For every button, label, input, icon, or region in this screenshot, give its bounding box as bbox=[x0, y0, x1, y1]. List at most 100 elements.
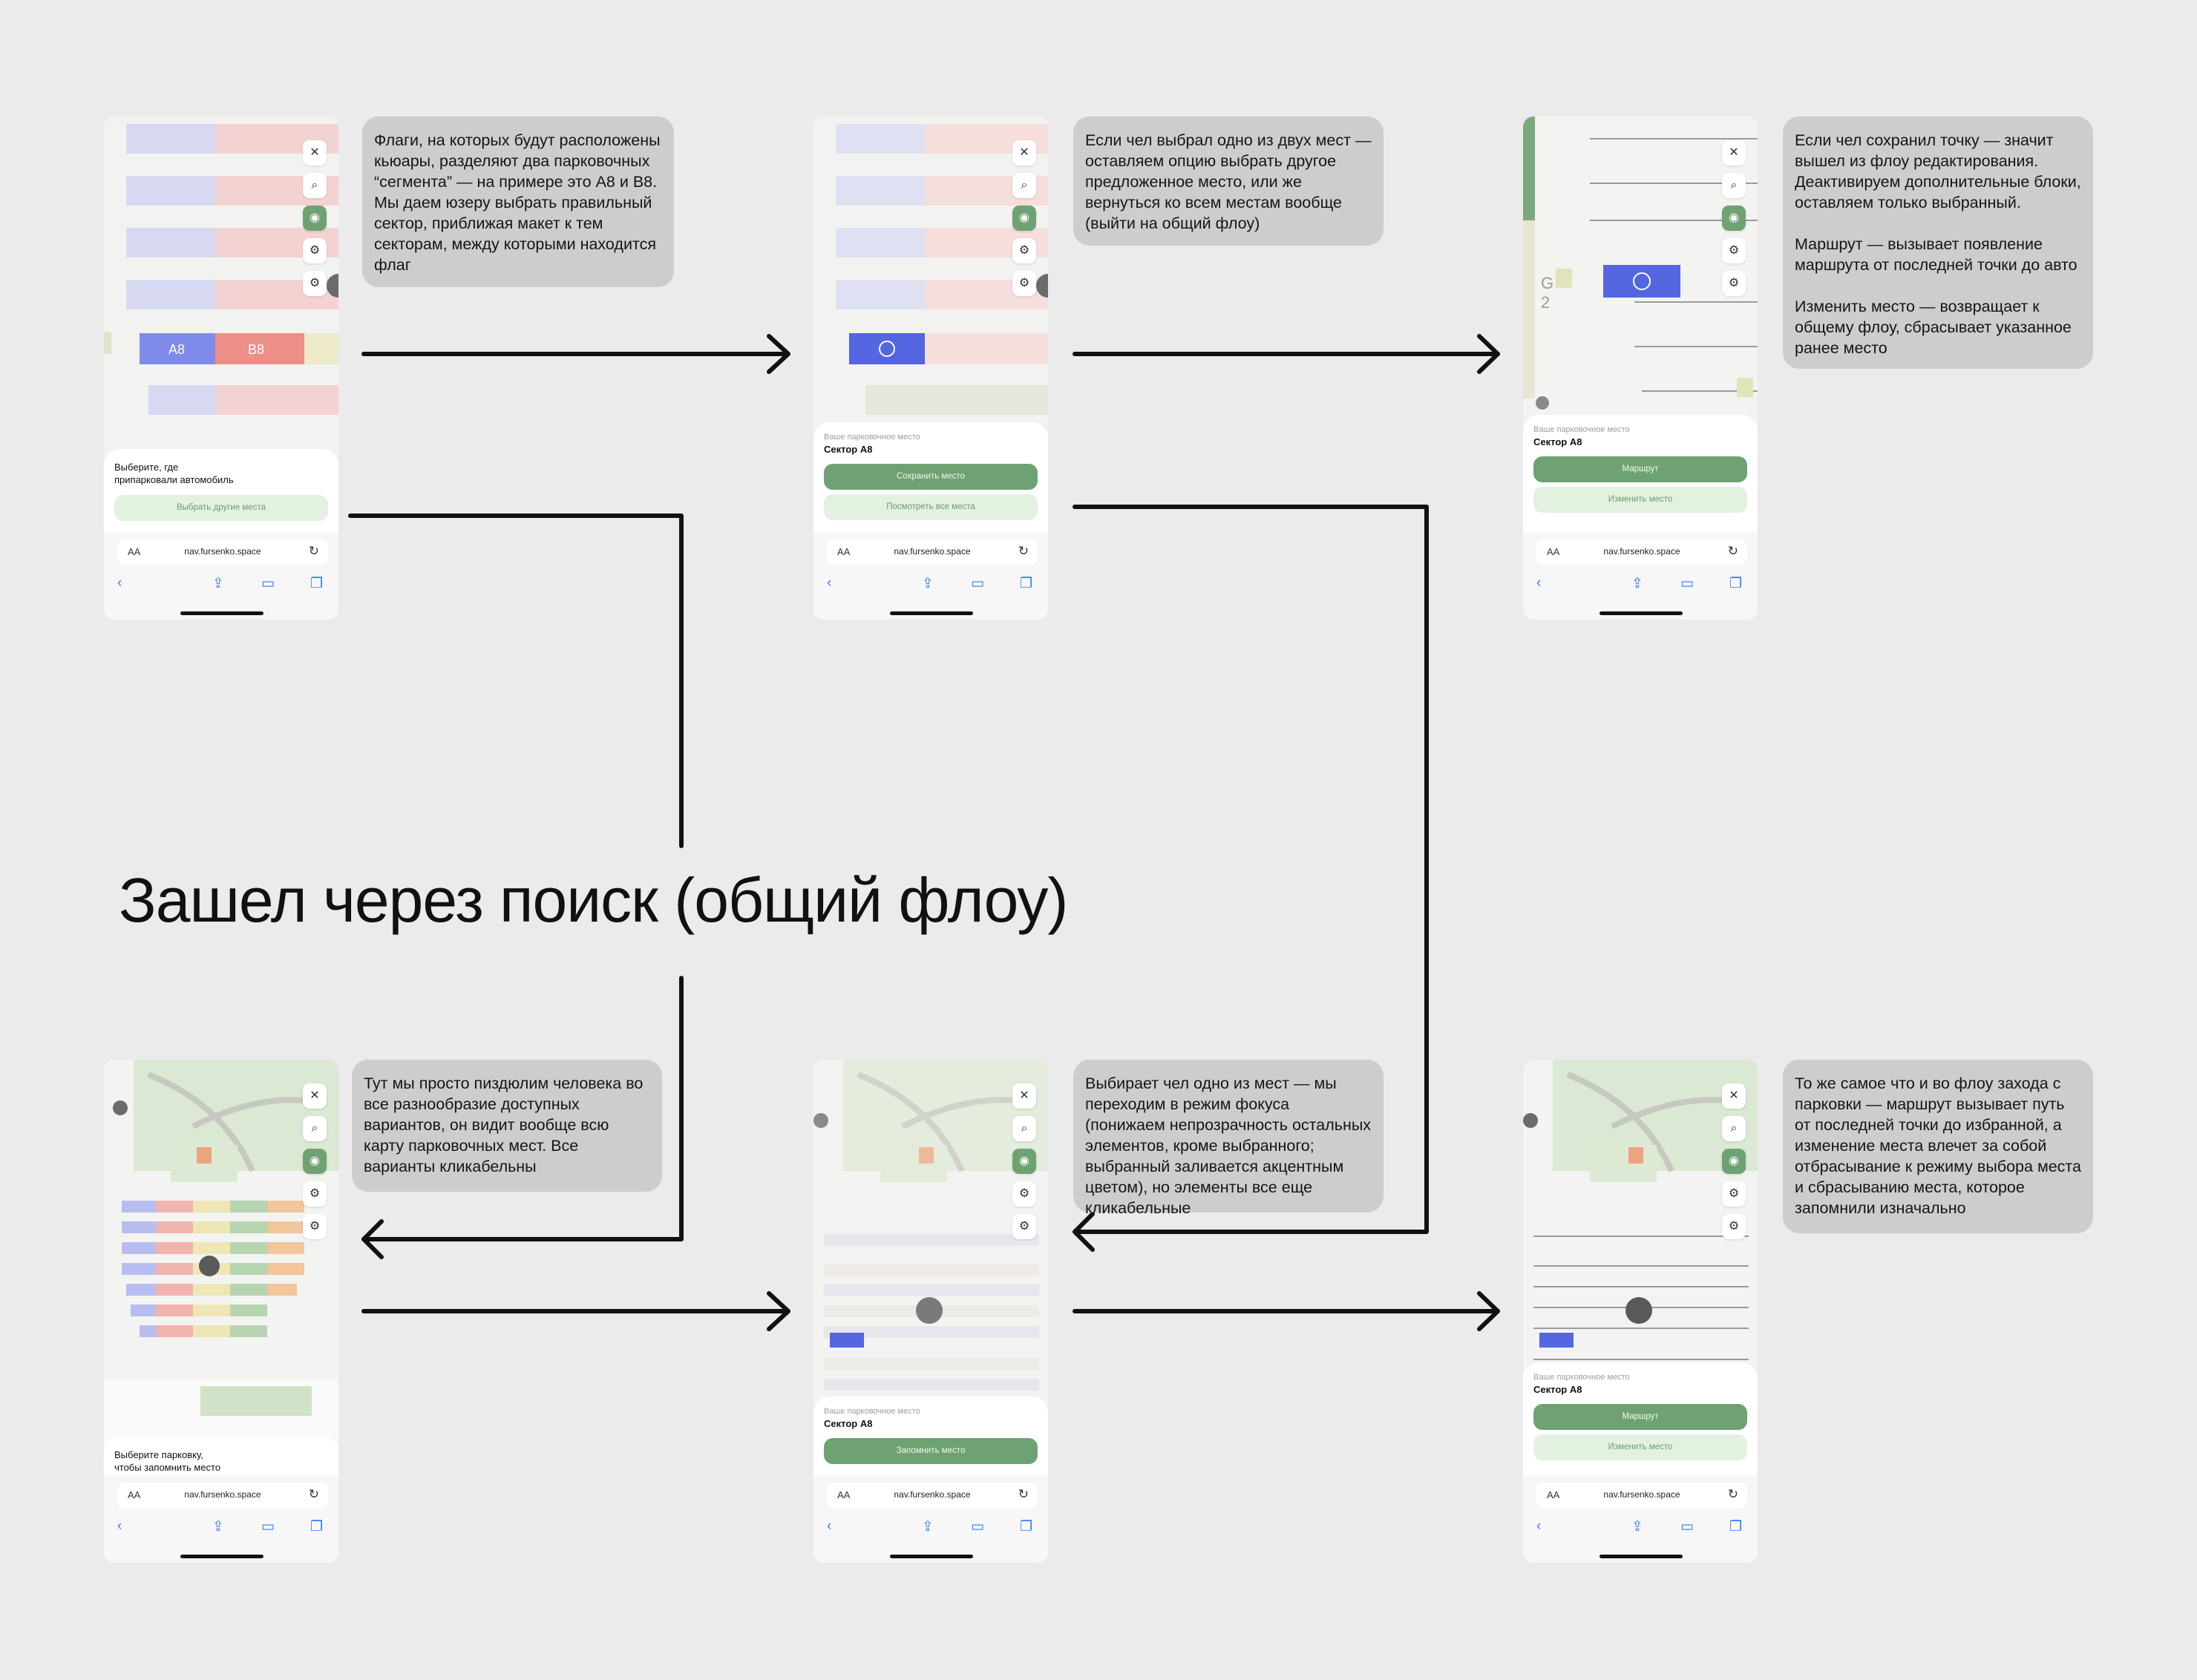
chevron-left-icon[interactable]: ‹ bbox=[1536, 575, 1542, 591]
search-icon[interactable]: ⌕ bbox=[303, 173, 327, 198]
tabs-icon[interactable]: ❐ bbox=[1020, 1519, 1033, 1535]
home-indicator bbox=[1600, 611, 1683, 615]
close-icon[interactable]: ✕ bbox=[1012, 140, 1036, 165]
reload-icon[interactable]: ↻ bbox=[1018, 544, 1029, 558]
gear-icon[interactable]: ⚙ bbox=[1722, 1181, 1746, 1207]
close-icon[interactable]: ✕ bbox=[303, 140, 327, 165]
browser-chrome: AA nav.fursenko.space ↻ ‹ ⇪ ▭ ❐ bbox=[813, 1475, 1048, 1563]
browser-chrome: AA nav.fursenko.space ↻ ‹ ⇪ ▭ ❐ bbox=[813, 532, 1048, 620]
search-icon[interactable]: ⌕ bbox=[1722, 1116, 1746, 1141]
selected-sector[interactable] bbox=[1539, 1333, 1574, 1348]
text-size-button[interactable]: AA bbox=[837, 546, 851, 557]
url-bar[interactable]: AA nav.fursenko.space ↻ bbox=[1536, 539, 1747, 565]
reload-icon[interactable]: ↻ bbox=[308, 544, 319, 558]
browser-toolbar: ‹ ⇪ ▭ ❐ bbox=[104, 575, 338, 597]
gear-icon[interactable]: ⚙ bbox=[1722, 271, 1746, 296]
choose-other-places-button[interactable]: Выбрать другие места bbox=[114, 495, 328, 521]
gear-icon[interactable]: ⚙ bbox=[1722, 1214, 1746, 1239]
text-size-button[interactable]: AA bbox=[1547, 546, 1560, 557]
locate-icon[interactable]: ◉ bbox=[1012, 206, 1036, 231]
save-place-button[interactable]: Сохранить место bbox=[824, 464, 1038, 490]
search-icon[interactable]: ⌕ bbox=[303, 1116, 327, 1141]
reload-icon[interactable]: ↻ bbox=[1727, 544, 1738, 558]
book-icon[interactable]: ▭ bbox=[261, 576, 275, 591]
chevron-left-icon[interactable]: ‹ bbox=[1536, 1518, 1542, 1534]
url-bar[interactable]: AA nav.fursenko.space ↻ bbox=[827, 539, 1038, 565]
book-icon[interactable]: ▭ bbox=[971, 1519, 984, 1535]
book-icon[interactable]: ▭ bbox=[1680, 1519, 1694, 1535]
gear-icon[interactable]: ⚙ bbox=[303, 1214, 327, 1239]
text-size-button[interactable]: AA bbox=[1547, 1489, 1560, 1500]
chevron-left-icon[interactable]: ‹ bbox=[827, 575, 832, 591]
tabs-icon[interactable]: ❐ bbox=[1020, 576, 1033, 591]
parking-map[interactable] bbox=[104, 1060, 338, 1563]
bottom-sheet: Ваше парковочное место Сектор А8 Маршрут… bbox=[1523, 1362, 1758, 1475]
share-icon[interactable]: ⇪ bbox=[212, 1519, 224, 1535]
book-icon[interactable]: ▭ bbox=[971, 576, 984, 591]
note-flags: Флаги, на которых будут расположены кьюа… bbox=[362, 117, 674, 287]
sheet-caption: Ваше парковочное место bbox=[1533, 425, 1630, 434]
sheet-caption: Ваше парковочное место bbox=[824, 1407, 920, 1416]
gear-icon[interactable]: ⚙ bbox=[1012, 1181, 1036, 1207]
url-bar[interactable]: AA nav.fursenko.space ↻ bbox=[117, 539, 328, 565]
url-text: nav.fursenko.space bbox=[1603, 546, 1680, 557]
book-icon[interactable]: ▭ bbox=[1680, 576, 1694, 591]
text-size-button[interactable]: AA bbox=[837, 1489, 851, 1500]
route-button[interactable]: Маршрут bbox=[1533, 1404, 1747, 1430]
reload-icon[interactable]: ↻ bbox=[308, 1487, 319, 1501]
locate-icon[interactable]: ◉ bbox=[1722, 1149, 1746, 1174]
gear-icon[interactable]: ⚙ bbox=[303, 271, 327, 296]
browser-toolbar: ‹ ⇪ ▭ ❐ bbox=[1523, 575, 1758, 597]
chevron-left-icon[interactable]: ‹ bbox=[827, 1518, 832, 1534]
selected-sector[interactable] bbox=[830, 1333, 864, 1348]
gear-icon[interactable]: ⚙ bbox=[1012, 238, 1036, 263]
gear-icon[interactable]: ⚙ bbox=[1722, 238, 1746, 263]
gear-icon[interactable]: ⚙ bbox=[1012, 271, 1036, 296]
phone-choose-sector: A8 B8 ✕ ⌕ ◉ ⚙ ⚙ Выберите, где припаркова… bbox=[104, 117, 338, 620]
tabs-icon[interactable]: ❐ bbox=[310, 1519, 324, 1535]
chevron-left-icon[interactable]: ‹ bbox=[117, 1518, 122, 1534]
change-place-button[interactable]: Изменить место bbox=[1533, 1434, 1747, 1460]
search-icon[interactable]: ⌕ bbox=[1012, 173, 1036, 198]
close-icon[interactable]: ✕ bbox=[1722, 1083, 1746, 1109]
note-focus: Выбирает чел одно из мест — мы переходим… bbox=[1073, 1060, 1384, 1217]
reload-icon[interactable]: ↻ bbox=[1018, 1487, 1029, 1501]
text-size-button[interactable]: AA bbox=[128, 546, 141, 557]
search-icon[interactable]: ⌕ bbox=[1012, 1116, 1036, 1141]
share-icon[interactable]: ⇪ bbox=[922, 576, 934, 591]
sector-label-b[interactable]: B8 bbox=[248, 342, 264, 357]
url-bar[interactable]: AA nav.fursenko.space ↻ bbox=[117, 1483, 328, 1508]
reload-icon[interactable]: ↻ bbox=[1727, 1487, 1738, 1501]
locate-icon[interactable]: ◉ bbox=[303, 1149, 327, 1174]
locate-icon[interactable]: ◉ bbox=[1012, 1149, 1036, 1174]
sheet-caption: Ваше парковочное место bbox=[1533, 1373, 1630, 1382]
text-size-button[interactable]: AA bbox=[128, 1489, 141, 1500]
book-icon[interactable]: ▭ bbox=[261, 1519, 275, 1535]
gear-icon[interactable]: ⚙ bbox=[303, 1181, 327, 1207]
share-icon[interactable]: ⇪ bbox=[212, 576, 224, 591]
locate-icon[interactable]: ◉ bbox=[303, 206, 327, 231]
remember-place-button[interactable]: Запомнить место bbox=[824, 1438, 1038, 1464]
share-icon[interactable]: ⇪ bbox=[1631, 576, 1643, 591]
selected-sector[interactable] bbox=[849, 333, 925, 364]
url-bar[interactable]: AA nav.fursenko.space ↻ bbox=[827, 1483, 1038, 1508]
view-all-places-button[interactable]: Посмотреть все места bbox=[824, 494, 1038, 520]
route-button[interactable]: Маршрут bbox=[1533, 456, 1747, 482]
tabs-icon[interactable]: ❐ bbox=[310, 576, 324, 591]
locate-icon[interactable]: ◉ bbox=[1722, 206, 1746, 231]
share-icon[interactable]: ⇪ bbox=[922, 1519, 934, 1535]
chevron-left-icon[interactable]: ‹ bbox=[117, 575, 122, 591]
close-icon[interactable]: ✕ bbox=[303, 1083, 327, 1109]
close-icon[interactable]: ✕ bbox=[1722, 140, 1746, 165]
selected-sector[interactable] bbox=[1603, 265, 1680, 298]
share-icon[interactable]: ⇪ bbox=[1631, 1519, 1643, 1535]
gear-icon[interactable]: ⚙ bbox=[303, 238, 327, 263]
tabs-icon[interactable]: ❐ bbox=[1729, 576, 1743, 591]
search-icon[interactable]: ⌕ bbox=[1722, 173, 1746, 198]
close-icon[interactable]: ✕ bbox=[1012, 1083, 1036, 1109]
tabs-icon[interactable]: ❐ bbox=[1729, 1519, 1743, 1535]
url-bar[interactable]: AA nav.fursenko.space ↻ bbox=[1536, 1483, 1747, 1508]
change-place-button[interactable]: Изменить место bbox=[1533, 487, 1747, 513]
gear-icon[interactable]: ⚙ bbox=[1012, 1214, 1036, 1239]
sector-label-a[interactable]: A8 bbox=[168, 342, 185, 357]
